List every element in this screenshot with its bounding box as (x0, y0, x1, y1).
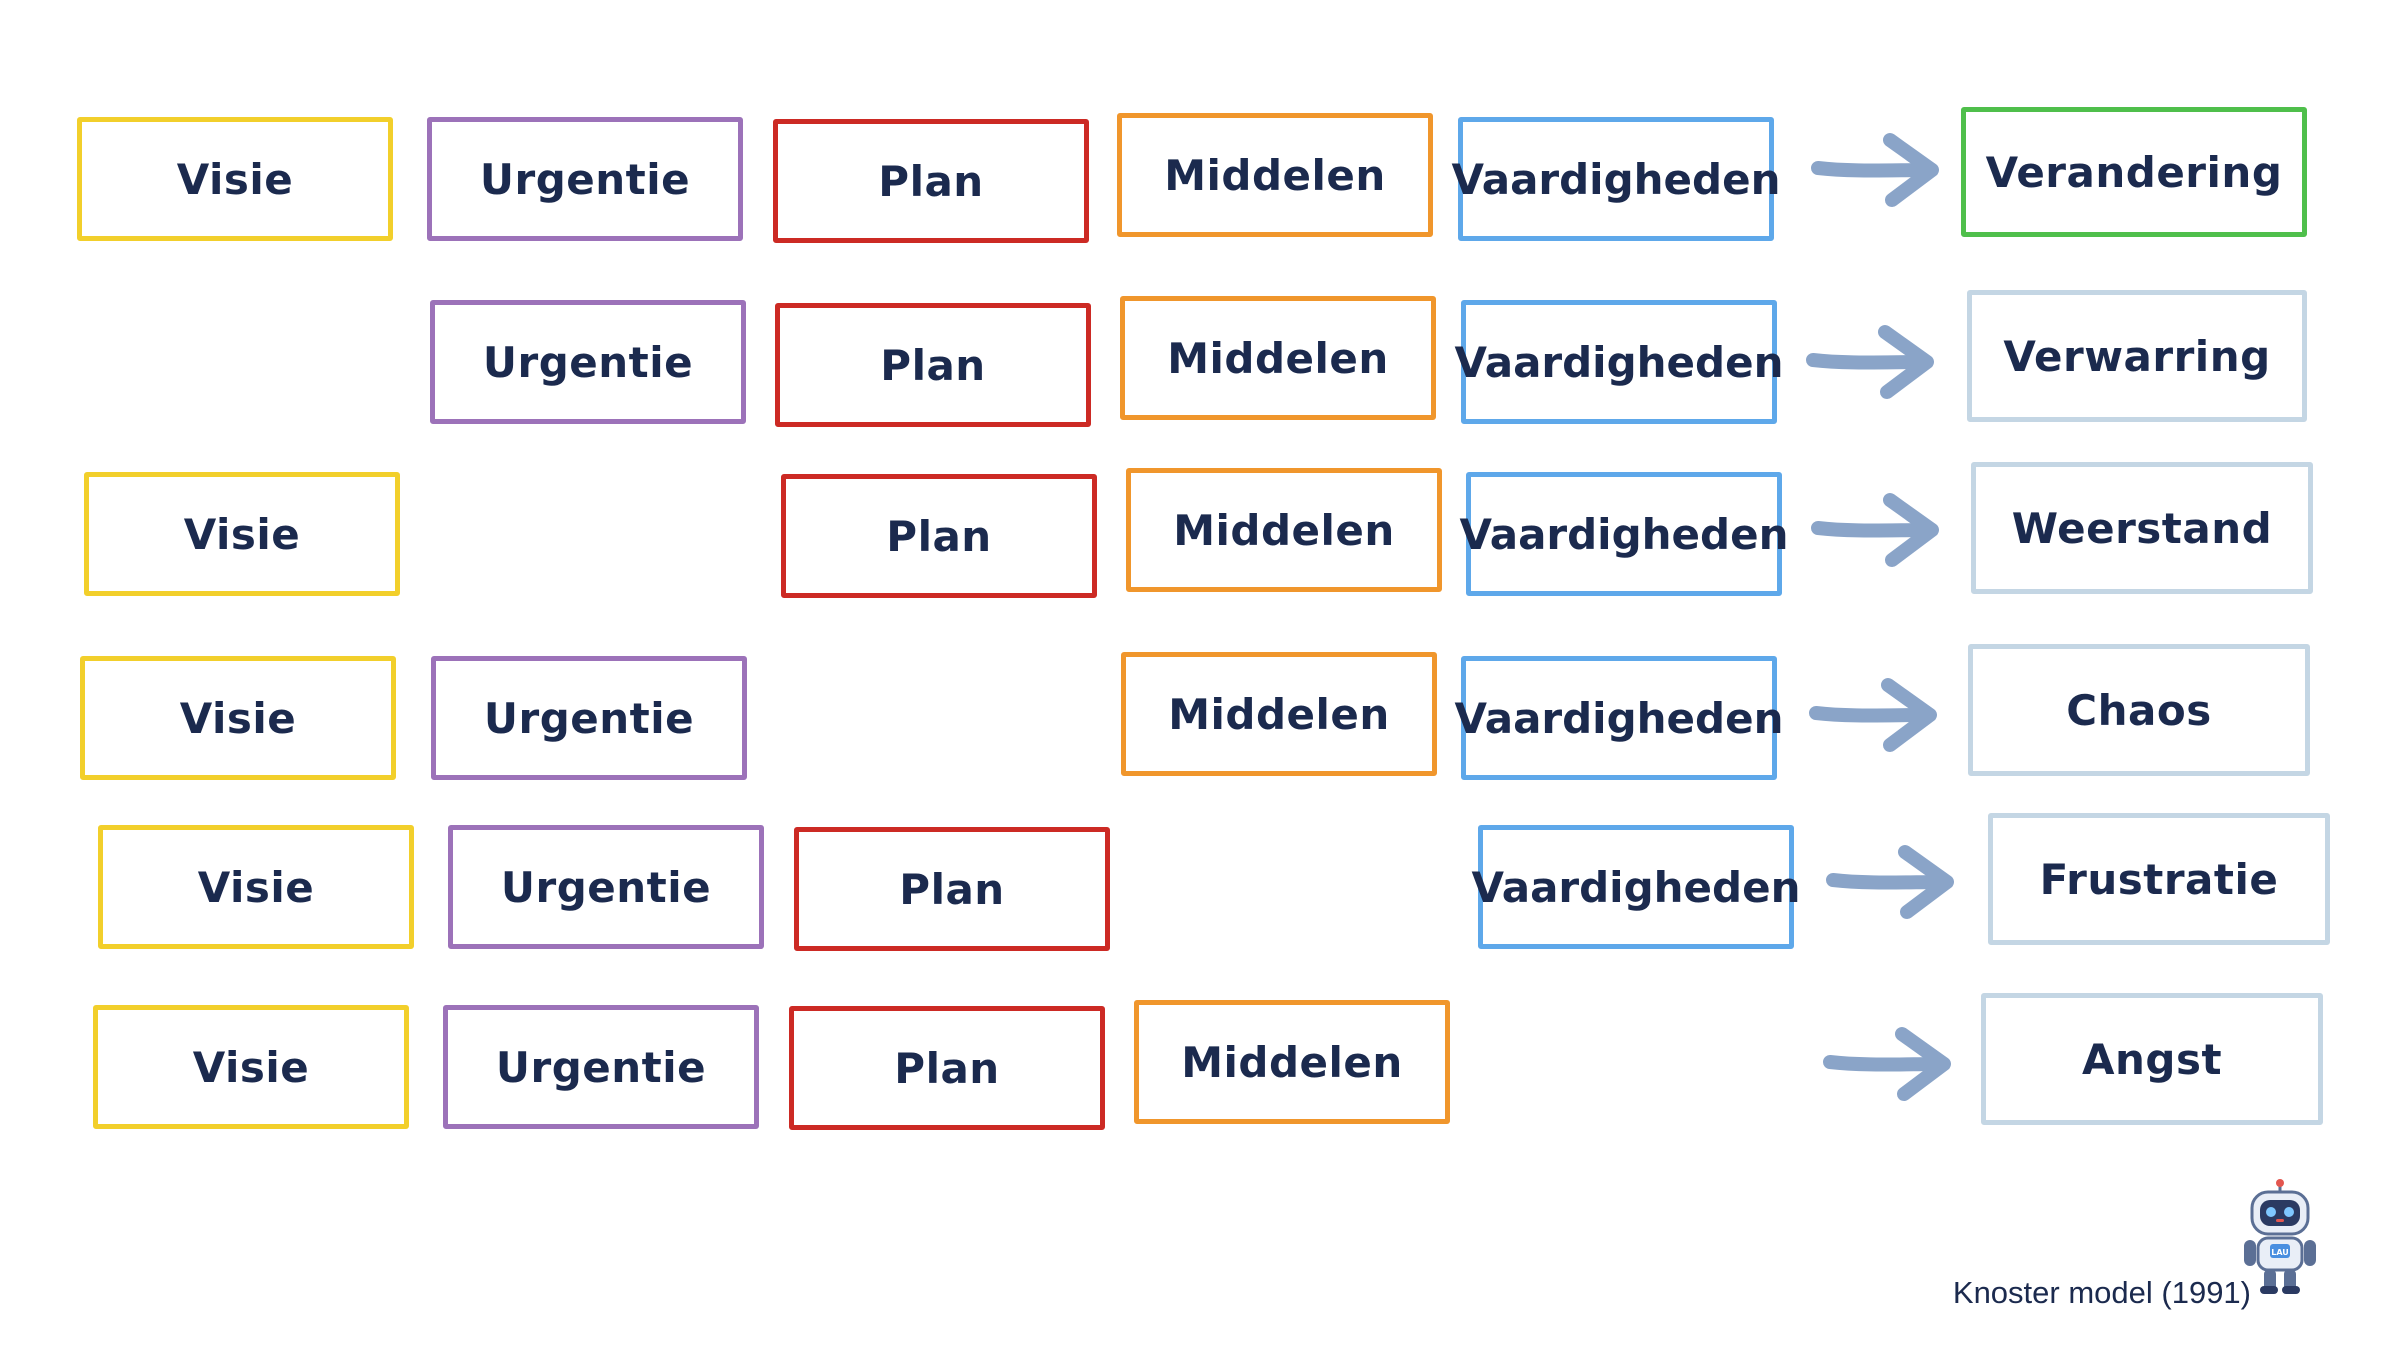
row1-middelen-box: Middelen (1117, 113, 1433, 237)
row1-urgentie-label: Urgentie (479, 154, 691, 204)
row2-vaardigheden-box: Vaardigheden (1455, 300, 1783, 424)
row4-result-box: Chaos (1968, 644, 2310, 776)
row1-visie-label: Visie (176, 154, 294, 204)
row4-urgentie-label: Urgentie (483, 693, 695, 743)
row2-plan-label: Plan (880, 340, 986, 390)
row3-visie-box: Visie (84, 472, 400, 596)
row5-urgentie-label: Urgentie (500, 862, 712, 912)
row3-result-label: Weerstand (2011, 503, 2273, 553)
row1-visie-box: Visie (77, 117, 393, 241)
row4-result-label: Chaos (2066, 685, 2212, 735)
row1-vaardigheden-box: Vaardigheden (1452, 117, 1780, 241)
row6-result-label: Angst (2081, 1034, 2223, 1084)
row2-result-box: Verwarring (1967, 290, 2307, 422)
row6-urgentie-label: Urgentie (495, 1042, 707, 1092)
row1-plan-box: Plan (773, 119, 1089, 243)
row5-vaardigheden-label: Vaardigheden (1471, 862, 1801, 912)
row3-plan-label: Plan (886, 511, 992, 561)
row4-vaardigheden-box: Vaardigheden (1455, 656, 1783, 780)
row2-middelen-box: Middelen (1120, 296, 1436, 420)
row5-plan-label: Plan (899, 864, 1005, 914)
row2-urgentie-box: Urgentie (430, 300, 746, 424)
row6-visie-label: Visie (192, 1042, 310, 1092)
row3-middelen-label: Middelen (1173, 505, 1395, 555)
svg-text:LAU: LAU (2271, 1248, 2289, 1257)
source-caption: Knoster model (1991) (1952, 1275, 2251, 1310)
row6-arrow-icon (1823, 1024, 1954, 1104)
row5-arrow-icon (1826, 842, 1957, 922)
row1-plan-label: Plan (878, 156, 984, 206)
row5-urgentie-box: Urgentie (448, 825, 764, 949)
row3-vaardigheden-box: Vaardigheden (1460, 472, 1788, 596)
row6-middelen-box: Middelen (1134, 1000, 1450, 1124)
robot-mascot-icon: LAU (2238, 1178, 2322, 1296)
row3-arrow-icon (1811, 490, 1942, 570)
row5-result-box: Frustratie (1988, 813, 2330, 945)
row5-plan-box: Plan (794, 827, 1110, 951)
row4-arrow-icon (1809, 675, 1940, 755)
row5-visie-box: Visie (98, 825, 414, 949)
row2-urgentie-label: Urgentie (482, 337, 694, 387)
row2-middelen-label: Middelen (1167, 333, 1389, 383)
row5-result-label: Frustratie (2039, 854, 2279, 904)
row3-result-box: Weerstand (1971, 462, 2313, 594)
row3-plan-box: Plan (781, 474, 1097, 598)
row6-plan-box: Plan (789, 1006, 1105, 1130)
row5-vaardigheden-box: Vaardigheden (1472, 825, 1800, 949)
row1-vaardigheden-label: Vaardigheden (1451, 154, 1781, 204)
row5-visie-label: Visie (197, 862, 315, 912)
row4-middelen-box: Middelen (1121, 652, 1437, 776)
row3-visie-label: Visie (183, 509, 301, 559)
row6-plan-label: Plan (894, 1043, 1000, 1093)
row6-middelen-label: Middelen (1181, 1037, 1403, 1087)
row4-vaardigheden-label: Vaardigheden (1454, 693, 1784, 743)
row4-urgentie-box: Urgentie (431, 656, 747, 780)
row2-arrow-icon (1806, 322, 1937, 402)
row4-middelen-label: Middelen (1168, 689, 1390, 739)
row1-result-box: Verandering (1961, 107, 2307, 237)
row4-visie-label: Visie (179, 693, 297, 743)
row2-result-label: Verwarring (2003, 331, 2271, 381)
row3-vaardigheden-label: Vaardigheden (1459, 509, 1789, 559)
row3-middelen-box: Middelen (1126, 468, 1442, 592)
row6-result-box: Angst (1981, 993, 2323, 1125)
row1-result-label: Verandering (1985, 147, 2283, 197)
row1-arrow-icon (1811, 130, 1942, 210)
row2-plan-box: Plan (775, 303, 1091, 427)
row1-middelen-label: Middelen (1164, 150, 1386, 200)
row6-urgentie-box: Urgentie (443, 1005, 759, 1129)
row1-urgentie-box: Urgentie (427, 117, 743, 241)
row6-visie-box: Visie (93, 1005, 409, 1129)
row4-visie-box: Visie (80, 656, 396, 780)
row2-vaardigheden-label: Vaardigheden (1454, 337, 1784, 387)
